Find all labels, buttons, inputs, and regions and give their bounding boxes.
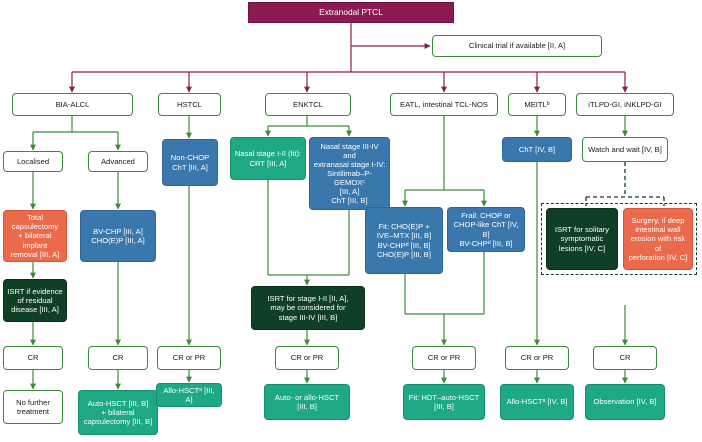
- bia-no-treatment-box: No further treatment: [3, 390, 63, 424]
- branch-meitl: MEITLᵇ: [508, 93, 566, 116]
- bia-cr-right-text: CR: [112, 353, 124, 363]
- bia-capsulectomy-text: Total capsulectomy + bilateral implant r…: [10, 213, 60, 259]
- itlpd-observation-box: Observation [IV, B]: [585, 384, 665, 420]
- bia-no-treatment-text: No further treatment: [16, 397, 50, 416]
- branch-hstcl: HSTCL: [158, 93, 221, 116]
- eatl-hdt-box: Fit: HDT–auto-HSCT [III, B]: [403, 384, 485, 420]
- bia-localised-text: Localised: [16, 156, 50, 166]
- branch-enktcl: ENKTCL: [265, 93, 351, 116]
- itlpd-surgery-text: Surgery, if deep intestinal wall erosion…: [628, 216, 688, 262]
- itlpd-watch-box: Watch and wait [IV, B]: [582, 137, 668, 162]
- bia-advanced-box: Advanced: [88, 151, 148, 172]
- enktcl-stage34-text: Nasal stage III-IV and extranasal stage …: [313, 141, 386, 206]
- hstcl-nonchop-text: Non-CHOP ChT [III, A]: [170, 153, 210, 172]
- itlpd-dashed-group: [541, 203, 697, 275]
- eatl-cr-pr-box: CR or PR: [412, 346, 476, 370]
- title-text: Extranodal PTCL: [319, 7, 383, 18]
- enktcl-auto-allo-text: Auto- or allo-HSCT [III, B]: [274, 392, 340, 411]
- meitl-allo-text: Allo-HSCTᵃ [IV, B]: [506, 397, 568, 407]
- meitl-cr-pr-box: CR or PR: [505, 346, 569, 370]
- clinical-trial-text: Clinical trial if available [II, A]: [468, 41, 566, 51]
- itlpd-isrt-box: ISRT for solitary symptomatic lesions [I…: [546, 208, 618, 270]
- itlpd-cr-box: CR: [593, 346, 657, 370]
- bia-autohsct-text: Auto-HSCT [III, B] + bilateral capsulect…: [83, 398, 153, 427]
- bia-localised-box: Localised: [3, 151, 63, 172]
- enktcl-stage12-text: Nasal stage I-II (fit): CRT [III, A]: [234, 149, 302, 168]
- itlpd-watch-text: Watch and wait [IV, B]: [588, 144, 662, 154]
- bia-cr-left-text: CR: [27, 353, 39, 363]
- bia-cr-left-box: CR: [3, 346, 63, 370]
- eatl-cr-pr-text: CR or PR: [427, 353, 461, 363]
- enktcl-cr-pr-text: CR or PR: [290, 353, 324, 363]
- hstcl-allo-box: Allo-HSCTᵃ [III, A]: [156, 383, 222, 407]
- itlpd-observation-text: Observation [IV, B]: [593, 397, 657, 407]
- bia-capsulectomy-box: Total capsulectomy + bilateral implant r…: [3, 210, 67, 262]
- hstcl-allo-text: Allo-HSCTᵃ [III, A]: [163, 385, 215, 404]
- eatl-fit-text: Fit: CHO(E)P + IVE–MTX [III, B] BV-CHPᵈ …: [376, 222, 432, 259]
- bia-cr-right-box: CR: [88, 346, 148, 370]
- enktcl-cr-pr-box: CR or PR: [275, 346, 339, 370]
- branch-eatl-label: EATL, intestinal TCL-NOS: [400, 99, 488, 109]
- meitl-allo-box: Allo-HSCTᵃ [IV, B]: [500, 384, 574, 420]
- branch-bia-alcl: BIA-ALCL: [12, 93, 133, 116]
- clinical-trial-box: Clinical trial if available [II, A]: [432, 35, 602, 57]
- branch-meitl-label: MEITLᵇ: [524, 99, 550, 109]
- enktcl-stage12-box: Nasal stage I-II (fit): CRT [III, A]: [230, 137, 306, 180]
- branch-itlpd-label: iTLPD-GI, iNKLPD-GI: [588, 99, 662, 109]
- branch-eatl: EATL, intestinal TCL-NOS: [390, 93, 498, 116]
- title-box: Extranodal PTCL: [248, 2, 454, 23]
- enktcl-isrt-box: ISRT for stage I-II [II, A], may be cons…: [251, 286, 365, 330]
- branch-bia-alcl-label: BIA-ALCL: [55, 99, 90, 109]
- branch-hstcl-label: HSTCL: [177, 99, 202, 109]
- enktcl-isrt-text: ISRT for stage I-II [II, A], may be cons…: [267, 294, 349, 322]
- eatl-frail-text: Frail: CHOP or CHOP-like ChT [IV, B] BV-…: [453, 211, 519, 248]
- bia-isrt-box: ISRT if evidence of residual disease [II…: [3, 279, 67, 322]
- bia-isrt-text: ISRT if evidence of residual disease [II…: [7, 286, 63, 315]
- itlpd-surgery-box: Surgery, if deep intestinal wall erosion…: [623, 208, 693, 270]
- hstcl-cr-pr-text: CR or PR: [172, 353, 206, 363]
- hstcl-nonchop-box: Non-CHOP ChT [III, A]: [162, 139, 218, 186]
- hstcl-cr-pr-box: CR or PR: [157, 346, 221, 370]
- bia-bvchp-text: BV-CHP [III, A] CHO(E)P [III, A]: [91, 226, 145, 245]
- bia-bvchp-box: BV-CHP [III, A] CHO(E)P [III, A]: [80, 210, 156, 262]
- branch-itlpd: iTLPD-GI, iNKLPD-GI: [576, 93, 674, 116]
- bia-autohsct-box: Auto-HSCT [III, B] + bilateral capsulect…: [78, 390, 158, 435]
- branch-enktcl-label: ENKTCL: [293, 99, 323, 109]
- itlpd-cr-text: CR: [619, 353, 631, 363]
- itlpd-isrt-text: ISRT for solitary symptomatic lesions [I…: [554, 225, 610, 253]
- meitl-cht-box: ChT [IV, B]: [502, 137, 572, 162]
- bia-advanced-text: Advanced: [101, 156, 135, 166]
- meitl-cr-pr-text: CR or PR: [520, 353, 554, 363]
- eatl-frail-box: Frail: CHOP or CHOP-like ChT [IV, B] BV-…: [447, 207, 525, 252]
- eatl-hdt-text: Fit: HDT–auto-HSCT [III, B]: [408, 392, 480, 411]
- enktcl-stage34-box: Nasal stage III-IV and extranasal stage …: [309, 137, 390, 210]
- eatl-fit-box: Fit: CHO(E)P + IVE–MTX [III, B] BV-CHPᵈ …: [365, 207, 443, 274]
- meitl-cht-text: ChT [IV, B]: [518, 144, 556, 154]
- enktcl-auto-allo-box: Auto- or allo-HSCT [III, B]: [264, 384, 350, 420]
